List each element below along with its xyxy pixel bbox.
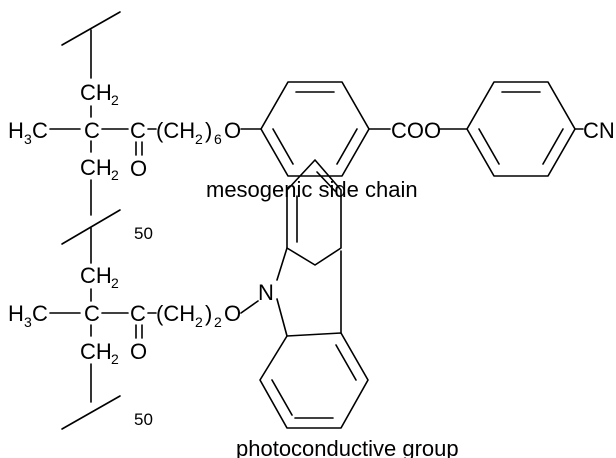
benzene-ring-1 (260, 81, 370, 177)
chain-subscript-2: 2 (195, 131, 203, 147)
upper-ring-double-top (316, 171, 336, 192)
ester-label: COO (391, 118, 441, 143)
backbone-slash-bottom (61, 395, 121, 430)
lower-ring-double-right (335, 344, 357, 381)
unit-photoconductive: 50 CH 2 H 3 C C C O (CH 2 ) 2 O N (8, 159, 459, 458)
backbone-slash-middle (61, 209, 121, 245)
chain-open-label: (CH (156, 118, 195, 143)
h3c-subscript: 3 (24, 131, 32, 147)
h3c-h-label: H (8, 118, 24, 143)
backbone-slash-top (61, 11, 121, 46)
carbazole-upper-ring (286, 159, 342, 266)
chain-subscript-2b: 2 (214, 314, 222, 330)
h3c-c-label: C (32, 118, 48, 143)
o-ether-label-2: O (224, 301, 241, 326)
unit-mesogenic: CH 2 H 3 C C C O (CH 2 ) 6 O COO (8, 11, 615, 216)
ch2-bottom-label-2: CH (80, 339, 112, 364)
caption-photoconductive: photoconductive group (236, 436, 459, 458)
ch2-top-label-2: CH (80, 263, 112, 288)
cn-label: CN (583, 118, 615, 143)
ch2-top-subscript-2: 2 (111, 275, 119, 291)
chain-subscript-2a: 2 (195, 314, 203, 330)
ch2-top-subscript: 2 (111, 92, 119, 108)
chain-close-label: ) (205, 118, 212, 143)
ring1-double-left (272, 128, 294, 165)
ring1-double-right (336, 128, 358, 165)
carbazole-lower-ring (259, 332, 369, 429)
chain-open-label-2: (CH (156, 301, 195, 326)
five-ring-n-to-top (276, 247, 288, 281)
benzene-ring-2 (466, 81, 576, 177)
o-carbonyl-label: O (130, 156, 147, 181)
ch2-bottom-subscript: 2 (111, 167, 119, 183)
h3c-h-label-2: H (8, 301, 24, 326)
ch2-bottom-subscript-2: 2 (111, 351, 119, 367)
c-center-label-2: C (84, 301, 100, 326)
repeat-label-1: 50 (134, 224, 153, 243)
o-ether-label: O (224, 118, 241, 143)
chain-close-label-2: ) (205, 301, 212, 326)
o-carbonyl-label-2: O (130, 339, 147, 364)
caption-mesogenic: mesogenic side chain (206, 177, 418, 202)
ch2-bottom-label: CH (80, 155, 112, 180)
h3c-c-label-2: C (32, 301, 48, 326)
c-center-label: C (84, 118, 100, 143)
lower-ring-double-left (271, 379, 293, 416)
c-carbonyl-label: C (130, 118, 146, 143)
c-carbonyl-label-2: C (130, 301, 146, 326)
bond-o-to-n (240, 300, 259, 314)
five-ring-n-to-bottom (276, 298, 288, 337)
h3c-subscript-2: 3 (24, 314, 32, 330)
ring2-double-left (478, 128, 500, 165)
n-atom-label: N (258, 280, 274, 305)
ring2-double-right (542, 128, 564, 165)
ch2-top-label: CH (80, 80, 112, 105)
repeat-label-2: 50 (134, 410, 153, 429)
chain-subscript-6: 6 (214, 131, 222, 147)
